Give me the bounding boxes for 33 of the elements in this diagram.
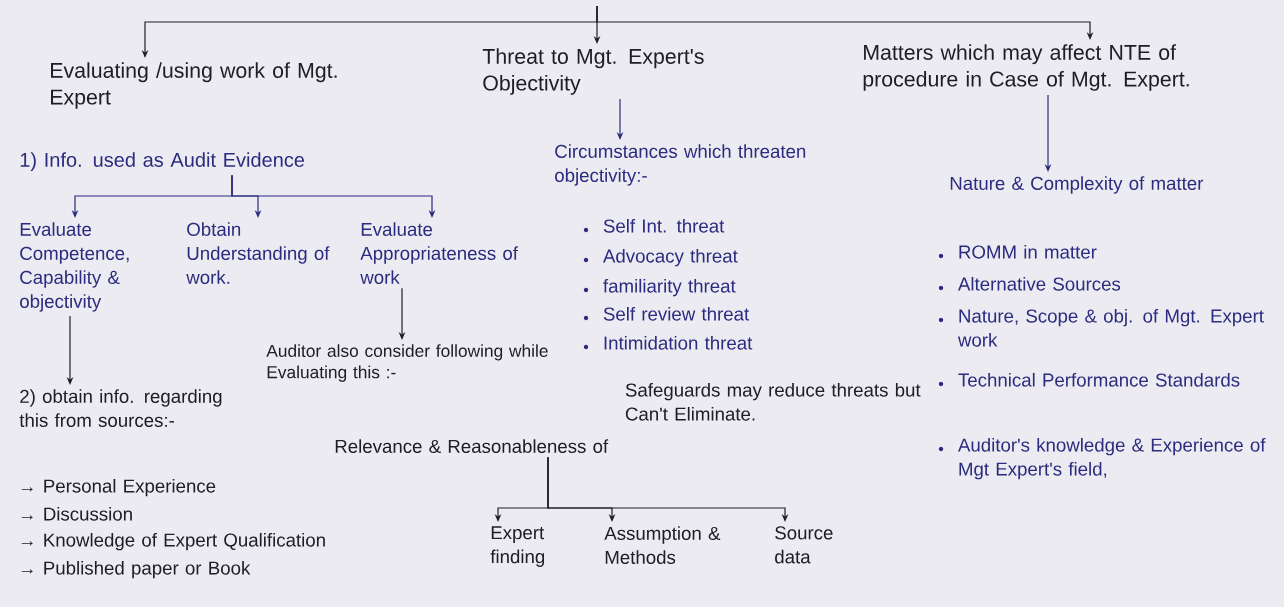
list-item: Technical Performance Standards — [958, 372, 1240, 387]
note-text: Auditor also consider following while Evaluating this :- — [266, 344, 548, 382]
note-text: Expert finding — [490, 526, 545, 567]
arrow — [547, 456, 789, 522]
note-text: Source data — [775, 526, 833, 564]
list-item: Intimidation threat — [604, 335, 753, 350]
list-item: → Knowledge of Expert Qualification — [21, 532, 325, 551]
note-text: Evaluate Appropriateness of work — [360, 222, 518, 284]
note-text: 2) obtain info. regarding this from sources:- — [19, 389, 222, 427]
note-text: Matters which may affect NTE of procedure in Case of Mgt. Expert. — [863, 44, 1189, 91]
list-item: → Discussion — [21, 506, 132, 521]
list-item: Nature, Scope & obj. of Mgt. Expert work — [957, 308, 1264, 347]
note-text: 1) Info. used as Audit Evidence — [20, 152, 305, 171]
list-item: → Personal Experience — [21, 478, 216, 497]
list-item: Self Int. threat — [603, 218, 725, 233]
arrow — [596, 5, 1094, 40]
note-text: Assumption & Methods — [604, 526, 721, 564]
note-text: Relevance & Reasonableness of — [335, 439, 609, 453]
note-text: Obtain Understanding of work. — [186, 222, 330, 284]
list-item: → Published paper or Book — [21, 560, 251, 579]
list-item: Self review threat — [603, 306, 750, 321]
list-item: Alternative Sources — [958, 276, 1121, 291]
list-item: Auditor's knowledge & Experience of Mgt Expert's field, — [958, 437, 1266, 480]
list-item: Advocacy threat — [603, 248, 738, 267]
note-text: Circumstances which threaten objectivity:- — [555, 144, 806, 186]
note-text: Evaluate Competence, Capability & objectivity — [20, 222, 129, 312]
note-text: Nature & Complexity of matter — [950, 176, 1204, 194]
list-item: Safeguards may reduce threats but Can't Eliminate. — [625, 382, 921, 421]
list-item: familiarity threat — [603, 278, 736, 297]
list-item: ROMM in matter — [959, 244, 1097, 259]
arrow — [231, 174, 436, 218]
note-text: Threat to Mgt. Expert's Objectivity — [482, 48, 704, 95]
note-text: Evaluating /using work of Mgt. Expert — [51, 62, 337, 109]
